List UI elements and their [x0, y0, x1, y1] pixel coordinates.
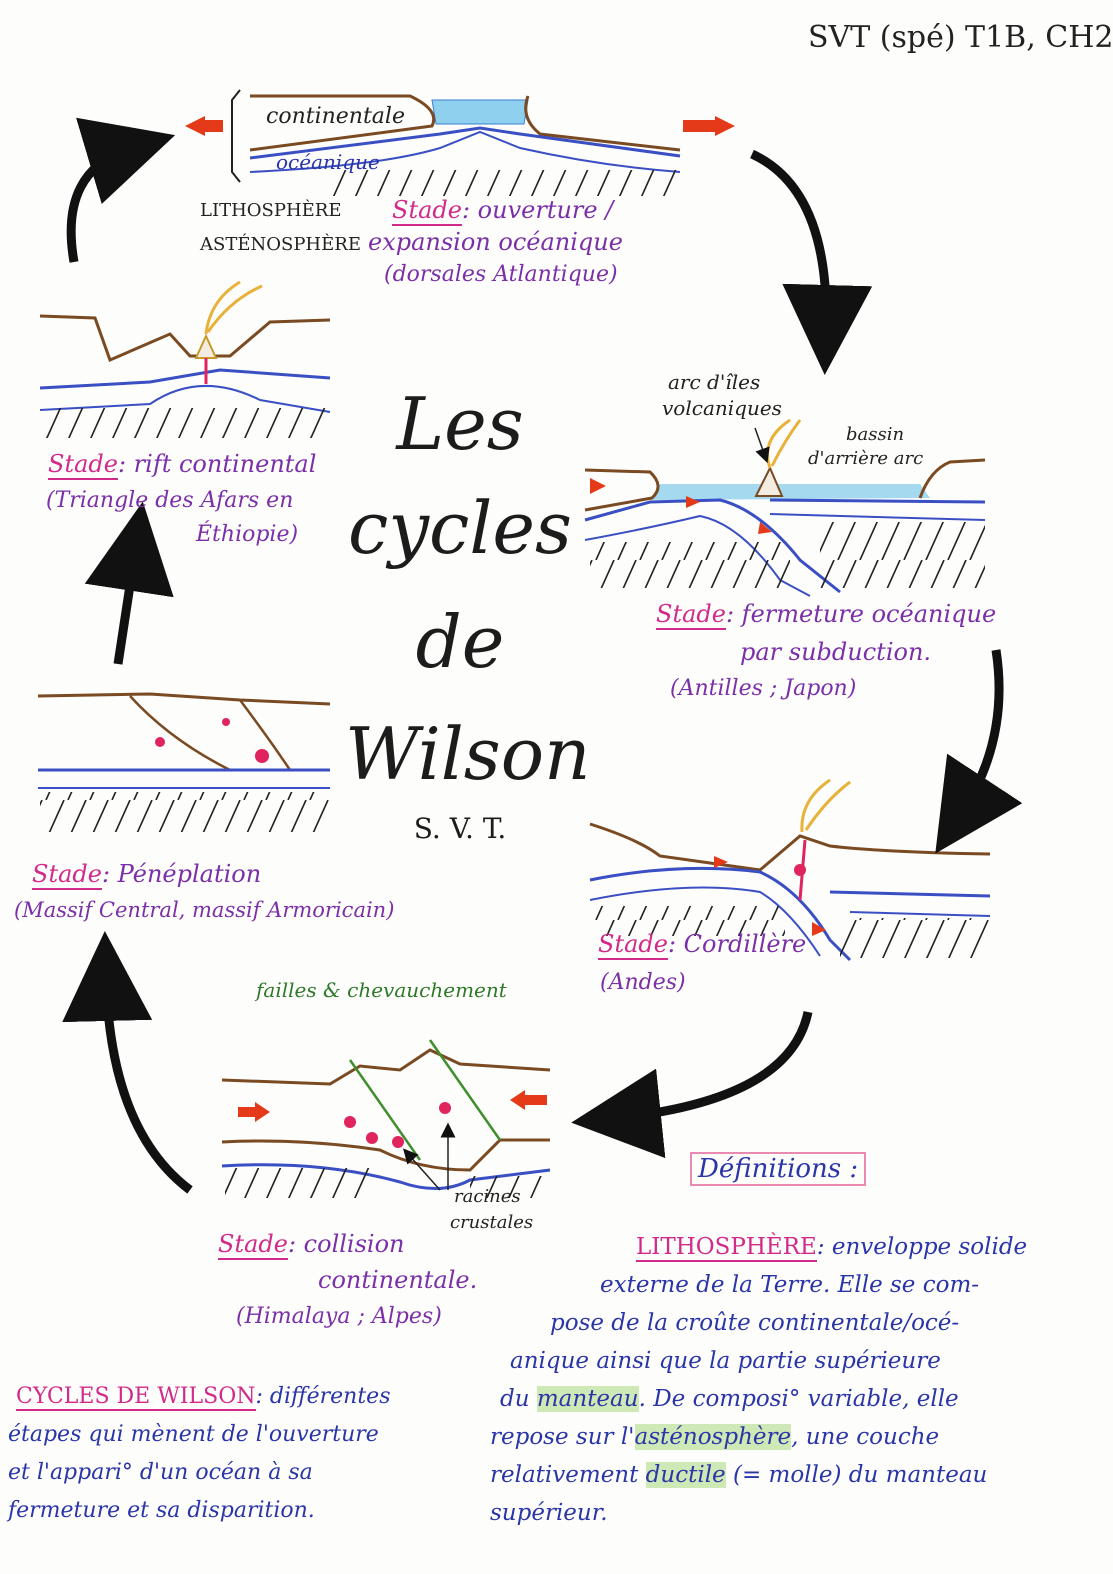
def-lithosphere-line-5c: . De composi° variable, elle	[638, 1386, 959, 1412]
label-island-arc-2: volcaniques	[662, 396, 782, 420]
def-wilson-line-2: étapes qui mènent de l'ouverture	[8, 1422, 379, 1447]
label-faults-thrust: failles & chevauchement	[256, 978, 507, 1002]
definition-wilson-cycles: CYCLES DE WILSON: différentes étapes qui…	[8, 1378, 428, 1530]
def-lithosphere-line-7c: (= molle) du manteau	[725, 1462, 988, 1488]
def-lithosphere-line-1: : enveloppe solide	[816, 1234, 1028, 1260]
stage-rift-sketch	[39, 280, 331, 438]
stage-cordillera-sketch	[589, 778, 991, 962]
stage-cordillera-prefix: Stade	[598, 930, 668, 960]
stage-subduction-prefix: Stade	[656, 600, 726, 630]
stage-opening-sketch	[185, 89, 735, 196]
title-line-4: Wilson	[345, 712, 591, 796]
title-line-3: de	[415, 600, 505, 684]
def-lithosphere-line-4: anique ainsi que la partie supérieure	[510, 1348, 941, 1374]
stage-subduction-example: (Antilles ; Japon)	[670, 676, 857, 701]
def-lithosphere-line-6a: repose sur l'	[490, 1424, 635, 1450]
def-lithosphere-line-3: pose de la croûte continentale/océ-	[550, 1310, 960, 1336]
course-reference: SVT (spé) T1B, CH2	[808, 20, 1113, 55]
stage-collision-name-1: : collision	[287, 1230, 405, 1258]
stage-subduction-sketch	[584, 418, 986, 597]
label-lithosphere: LITHOSPHÈRE	[200, 200, 342, 221]
stage-collision-example: (Himalaya ; Alpes)	[236, 1304, 442, 1329]
label-continental: continentale	[266, 104, 405, 129]
stage-opening-prefix: Stade	[392, 196, 462, 226]
label-crustal-roots-2: crustales	[450, 1212, 534, 1233]
stage-collision-name-2: continentale.	[318, 1266, 478, 1294]
title-line-2: cycles	[348, 486, 572, 570]
title-subtitle: S. V. T.	[413, 812, 507, 845]
def-wilson-line-1: : différentes	[255, 1384, 391, 1409]
definition-lithosphere: LITHOSPHÈRE: enveloppe solide externe de…	[490, 1228, 1070, 1532]
label-back-arc-basin: bassin	[846, 424, 905, 445]
def-lithosphere-ductile: ductile	[645, 1462, 726, 1488]
stage-subduction-name-2: par subduction.	[740, 638, 932, 666]
label-island-arc: arc d'îles	[668, 370, 761, 394]
stage-collision-sketch	[221, 1039, 551, 1198]
stage-rift-example-2: Éthiopie)	[196, 522, 299, 547]
title-line-1: Les	[396, 382, 524, 466]
stage-peneplanation-sketch	[37, 692, 331, 832]
stage-opening-name-1: : ouverture /	[461, 196, 614, 224]
stage-peneplanation-prefix: Stade	[32, 860, 102, 890]
term-wilson-cycles: CYCLES DE WILSON	[16, 1384, 256, 1411]
stage-opening-name-2: expansion océanique	[368, 228, 623, 256]
def-lithosphere-asthenosphere: asténosphère	[634, 1424, 792, 1450]
def-lithosphere-line-2: externe de la Terre. Elle se com-	[600, 1272, 980, 1298]
def-lithosphere-line-7a: relativement	[490, 1462, 639, 1488]
def-wilson-line-4: fermeture et sa disparition.	[8, 1498, 315, 1523]
stage-rift-example-1: (Triangle des Afars en	[46, 488, 294, 513]
label-back-arc-basin-2: d'arrière arc	[808, 448, 924, 469]
stage-subduction-name-1: : fermeture océanique	[725, 600, 997, 628]
def-lithosphere-line-5a: du	[500, 1386, 530, 1412]
def-lithosphere-manteau: manteau	[536, 1386, 639, 1412]
cycle-arrows	[62, 117, 1023, 1194]
stage-collision-prefix: Stade	[218, 1230, 288, 1260]
label-oceanic: océanique	[276, 150, 380, 174]
def-wilson-line-3: et l'appari° d'un océan à sa	[8, 1460, 313, 1485]
stage-rift-prefix: Stade	[48, 450, 118, 480]
term-lithosphere: LITHOSPHÈRE	[636, 1234, 817, 1262]
definitions-heading: Définitions :	[690, 1152, 867, 1186]
stage-cordillera-example: (Andes)	[600, 970, 686, 995]
label-crustal-roots-1: racines	[454, 1186, 521, 1207]
stage-rift-name: : rift continental	[117, 450, 317, 478]
def-lithosphere-line-6c: , une couche	[791, 1424, 940, 1450]
stage-peneplanation-name: : Pénéplation	[101, 860, 262, 888]
stage-cordillera-name: : Cordillère	[667, 930, 807, 958]
label-asthenosphere: ASTÉNOSPHÈRE	[200, 234, 361, 255]
stage-peneplanation-example: (Massif Central, massif Armoricain)	[14, 898, 395, 922]
wilson-cycle-diagram	[37, 89, 1023, 1198]
def-lithosphere-line-8: supérieur.	[490, 1500, 608, 1526]
stage-opening-example: (dorsales Atlantique)	[384, 262, 618, 287]
